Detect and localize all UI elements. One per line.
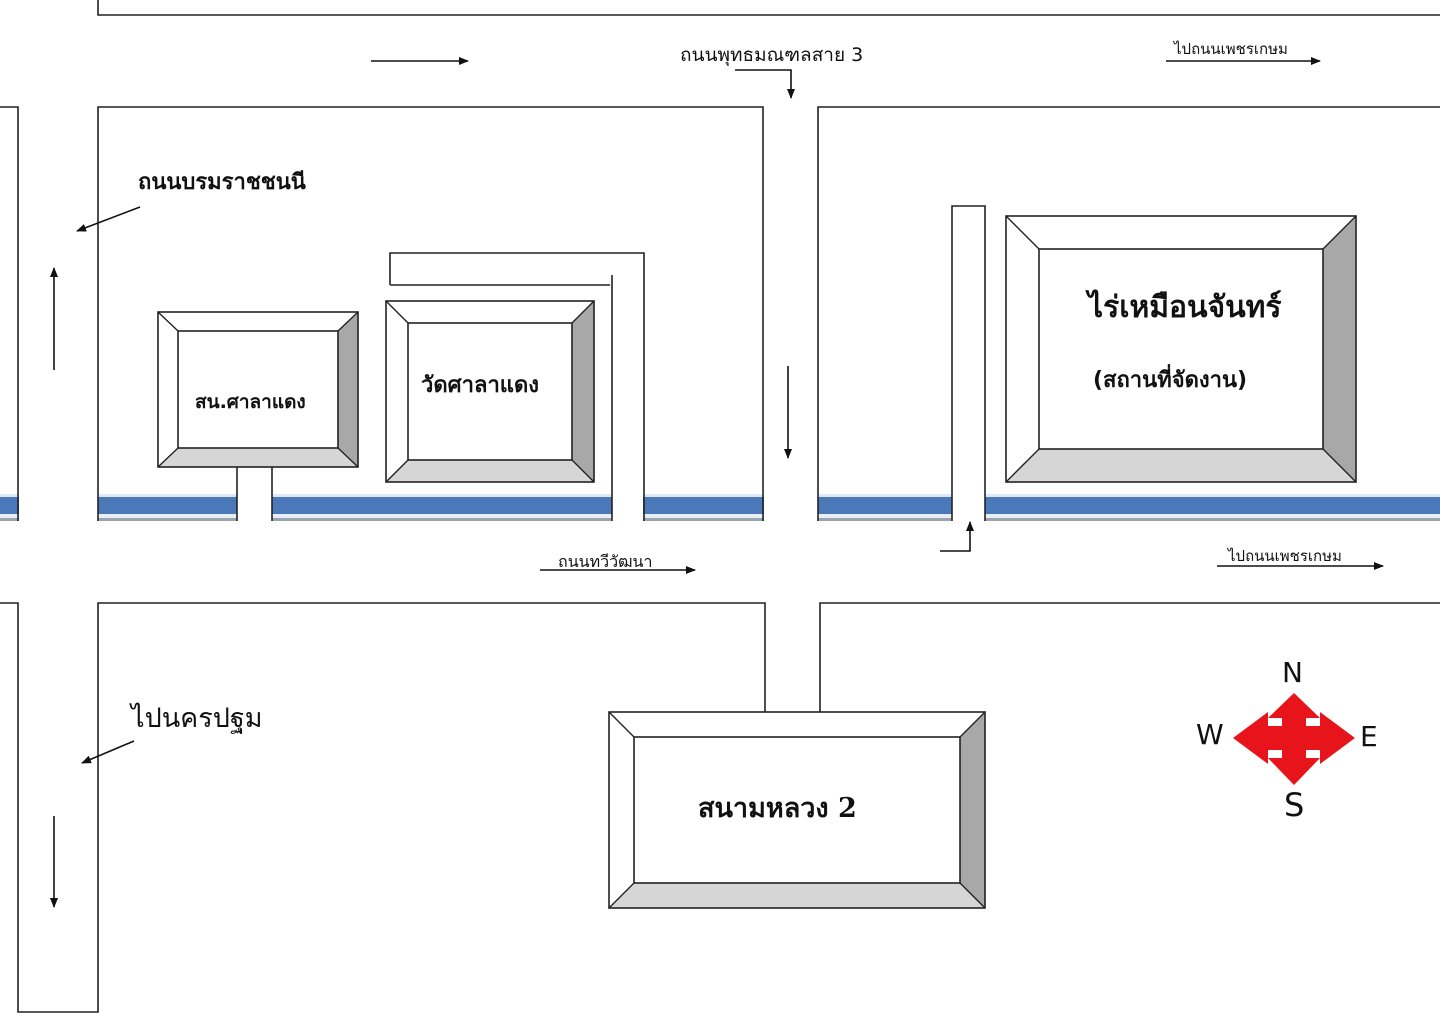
label-temple: วัดศาลาแดง	[421, 373, 540, 398]
block-bottom-right	[819, 602, 1440, 712]
label-venue-name: ไร่เหมือนจันทร์	[1088, 290, 1282, 325]
arrow-venue-entrance	[940, 521, 974, 552]
label-police-station: สน.ศาลาแดง	[195, 391, 306, 413]
label-thawiwatthana: ถนนทวีวัฒนา	[558, 552, 653, 571]
label-sanam-luang: สนามหลวง 2	[698, 793, 857, 824]
compass-north: N	[1282, 656, 1303, 689]
label-borommaratchachonnani: ถนนบรมราชชนนี	[138, 170, 306, 195]
block-upper-right	[817, 106, 1440, 521]
label-to-phetkasem-bottom: ไปถนนเพชรเกษม	[1228, 547, 1342, 565]
direction-arrows	[50, 57, 1384, 908]
temple-building	[385, 300, 595, 483]
police-station-building	[157, 311, 359, 468]
venue-lane	[951, 205, 986, 521]
compass-icon	[1233, 693, 1355, 785]
compass-west: W	[1196, 718, 1224, 751]
sanam-luang-building	[608, 711, 986, 909]
temple-lane	[389, 252, 645, 521]
label-to-nakhon-pathom: ไปนครปฐม	[131, 703, 263, 734]
venue-building	[1005, 215, 1357, 483]
canal-water	[0, 497, 1440, 514]
arrow-borommaratchachonnani	[76, 206, 141, 232]
block-upper-left	[97, 106, 764, 521]
label-to-phetkasem-top: ไปถนนเพชรเกษม	[1174, 40, 1288, 58]
block-top	[97, 0, 1440, 16]
block-bottom-left	[0, 602, 766, 1013]
compass-east: E	[1360, 720, 1378, 753]
label-top-road: ถนนพุทธมณฑลสาย 3	[680, 44, 864, 66]
canal	[0, 494, 1440, 521]
arrow-to-nakhon-pathom	[81, 740, 135, 764]
label-venue-note: (สถานที่จัดงาน)	[1093, 368, 1248, 393]
compass-south: S	[1284, 786, 1305, 824]
arrow-top-road-pointer	[735, 69, 795, 99]
